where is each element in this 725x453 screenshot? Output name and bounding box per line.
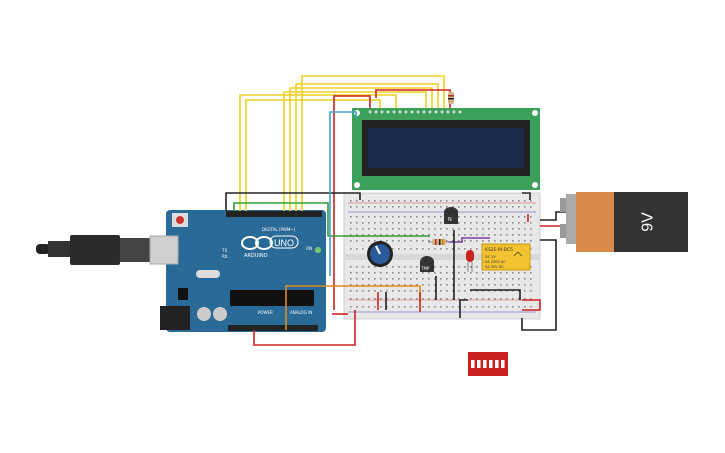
battery-label: 9V bbox=[640, 212, 657, 232]
battery-9v[interactable]: 9V bbox=[560, 192, 688, 252]
resistor-icon bbox=[428, 239, 450, 245]
relay-line1: DC 5V bbox=[485, 255, 496, 259]
power-pins-label: POWER bbox=[258, 310, 273, 315]
on-label: ON bbox=[306, 246, 312, 251]
led-icon[interactable] bbox=[466, 250, 474, 272]
resistor-lcd-icon bbox=[448, 92, 454, 104]
relay-line3: 5A 30V DC bbox=[485, 265, 504, 269]
temperature-sensor[interactable]: TMP bbox=[420, 256, 434, 272]
arduino-uno-board[interactable]: ARDUINO UNO DIGITAL (PWM~) POWER ANALOG … bbox=[149, 210, 326, 332]
transistor-icon[interactable]: N bbox=[444, 207, 458, 224]
arduino-brand-label: ARDUINO bbox=[244, 253, 268, 259]
svg-text:N: N bbox=[448, 217, 452, 223]
lcd-display[interactable] bbox=[352, 108, 540, 190]
wires bbox=[225, 75, 566, 346]
potentiometer-icon[interactable] bbox=[367, 241, 393, 267]
tx-label: TX bbox=[221, 248, 227, 253]
relay-title: KS2E-M-DC5 bbox=[485, 247, 513, 253]
analog-pins-label: ANALOG IN bbox=[290, 310, 312, 315]
usb-plug-icon[interactable] bbox=[36, 235, 165, 265]
lcd-screen bbox=[368, 128, 524, 168]
tmp-label: TMP bbox=[420, 266, 430, 271]
rx-label: RX bbox=[222, 254, 228, 259]
dip-switch-icon[interactable] bbox=[468, 352, 508, 376]
arduino-model-label: UNO bbox=[274, 238, 294, 248]
relay-line2: 5A 250V AC bbox=[485, 260, 506, 264]
relay[interactable]: KS2E-M-DC5 DC 5V 5A 250V AC 5A 30V DC bbox=[481, 243, 531, 271]
digital-pins-label: DIGITAL (PWM~) bbox=[262, 227, 296, 232]
arduino-logo-icon bbox=[241, 236, 273, 250]
